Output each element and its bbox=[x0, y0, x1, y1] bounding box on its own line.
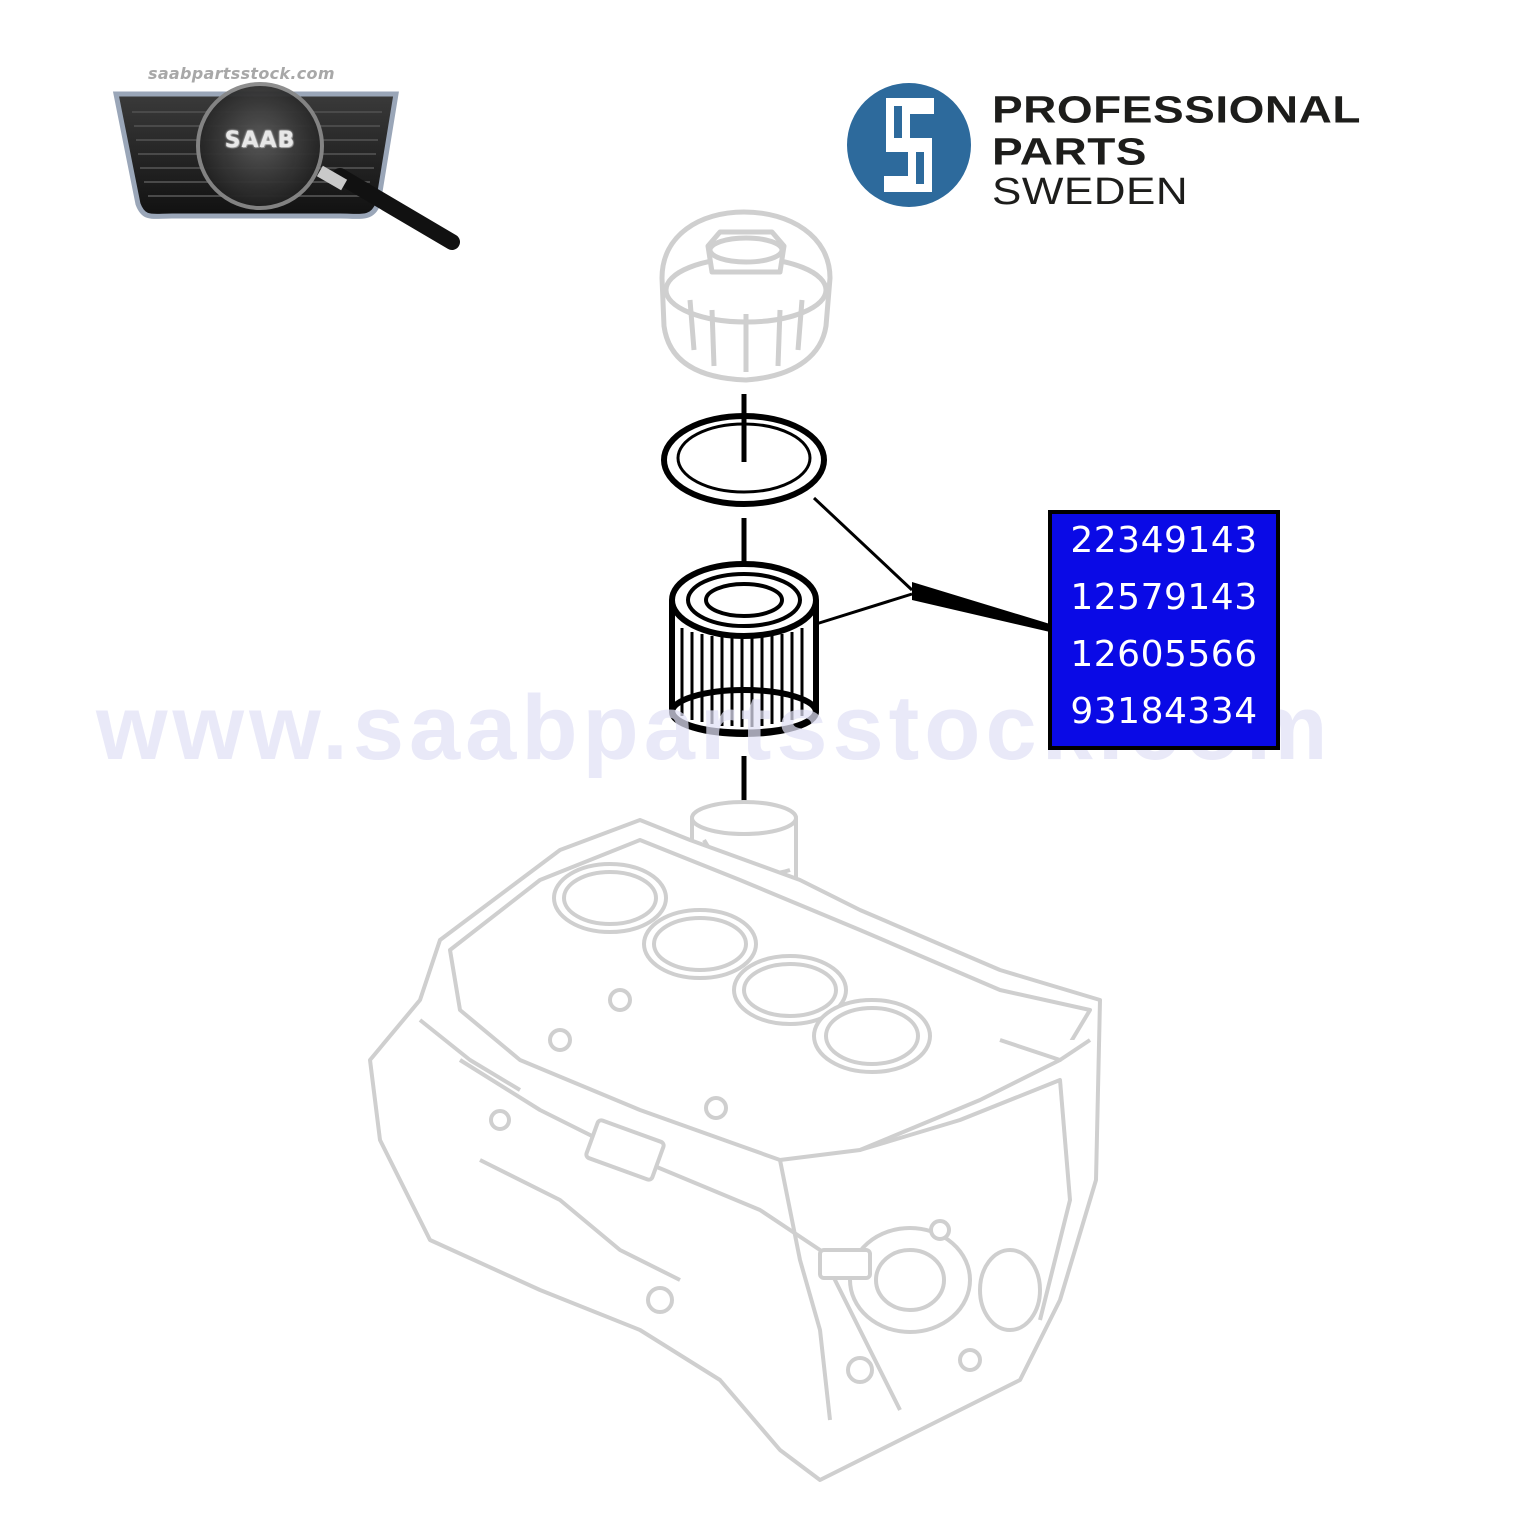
leader-lines bbox=[812, 496, 1050, 632]
oil-filter-element bbox=[669, 561, 819, 737]
part-number-box: 22349143 12579143 12605566 93184334 bbox=[1048, 510, 1280, 750]
pps-wordmark: PROFESSIONAL PARTS SWEDEN bbox=[992, 87, 1361, 215]
saab-url-text: saabpartsstock.com bbox=[148, 64, 335, 83]
pps-emblem-icon bbox=[847, 83, 971, 207]
part-number: 12579143 bbox=[1070, 577, 1258, 618]
part-number: 93184334 bbox=[1070, 691, 1258, 732]
saab-grille-logo bbox=[112, 82, 460, 250]
oil-filter-cap bbox=[659, 209, 833, 383]
pps-line-sweden: SWEDEN bbox=[992, 170, 1189, 213]
pps-line-parts: PARTS bbox=[992, 130, 1147, 173]
part-number: 12605566 bbox=[1070, 634, 1258, 675]
o-ring-seal bbox=[661, 413, 827, 507]
saab-wordmark: SAAB bbox=[224, 128, 296, 153]
part-number: 22349143 bbox=[1070, 520, 1258, 561]
engine-block bbox=[368, 800, 1102, 1482]
pps-line-professional: PROFESSIONAL bbox=[992, 87, 1361, 131]
